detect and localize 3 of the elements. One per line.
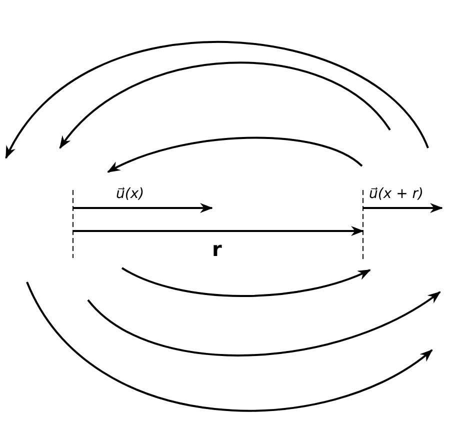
vector-label: u⃗(x + r) xyxy=(369,186,424,202)
vector-label: r xyxy=(212,238,222,260)
vector-label: u⃗(x) xyxy=(116,186,144,202)
